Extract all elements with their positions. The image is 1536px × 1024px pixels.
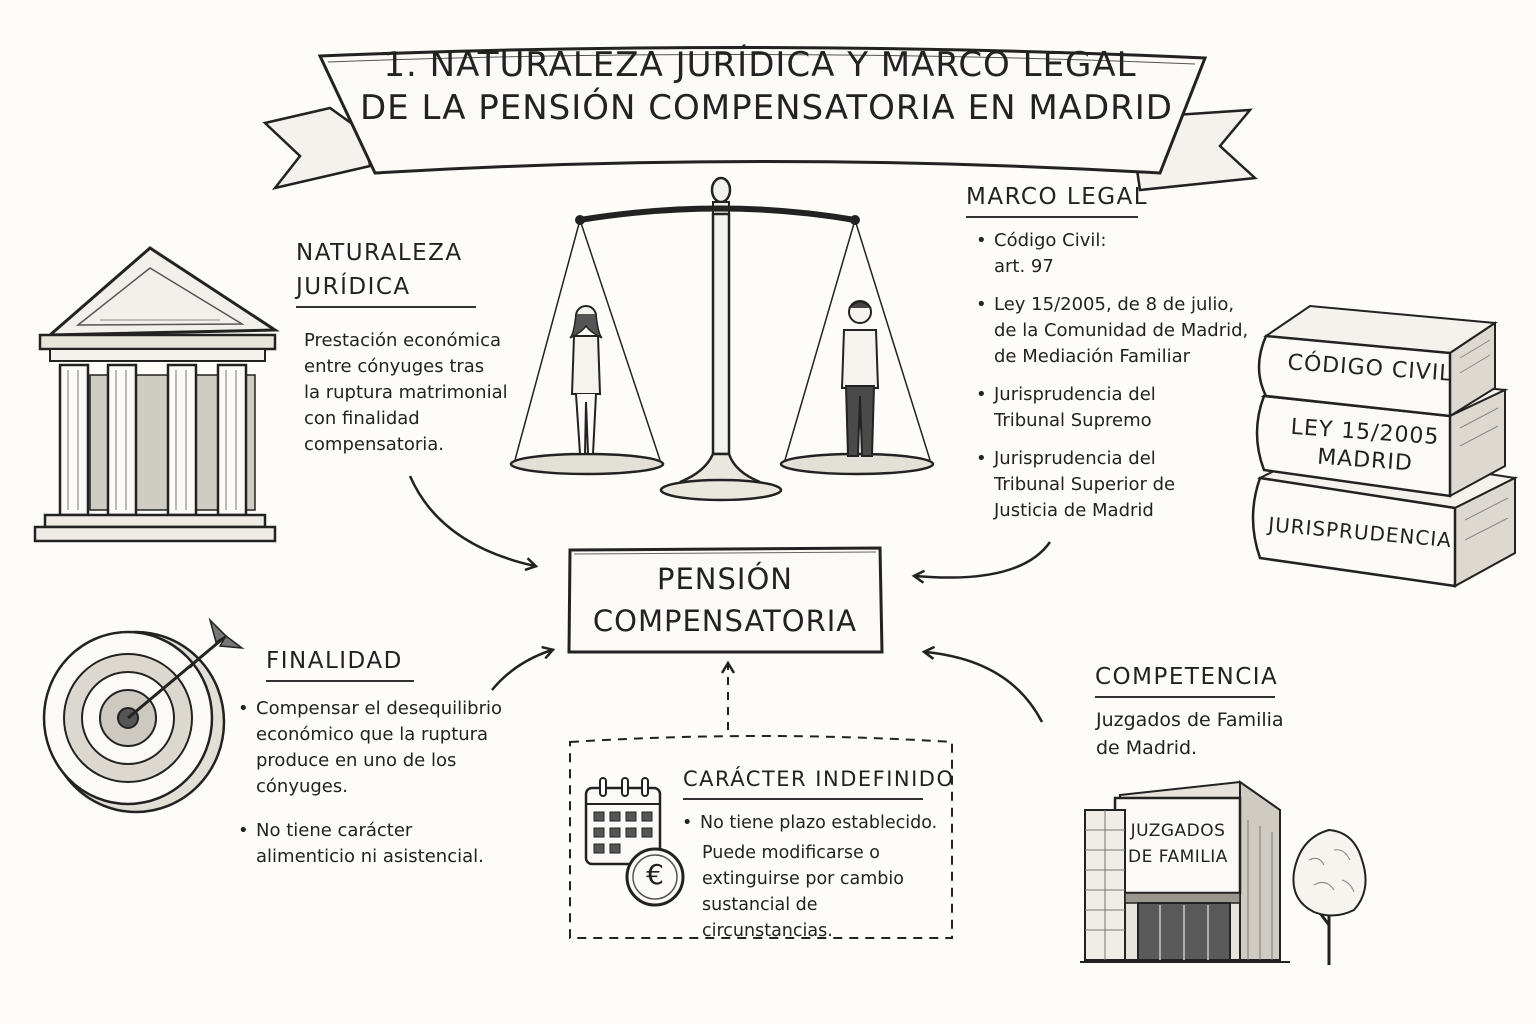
naturaleza-line: la ruptura matrimonial bbox=[304, 382, 508, 403]
caracter-heading: CARÁCTER INDEFINIDO bbox=[683, 762, 953, 800]
caracter-line: Puede modificarse o bbox=[702, 843, 880, 863]
finalidad-list: Compensar el desequilibrio económico que… bbox=[236, 696, 516, 882]
courthouse-icon bbox=[33, 246, 280, 543]
marco-legal-list: Código Civil: art. 97 Ley 15/2005, de 8 … bbox=[974, 228, 1264, 536]
finalidad-heading: FINALIDAD bbox=[266, 644, 414, 682]
man-figure-icon bbox=[840, 300, 880, 457]
competencia-heading: COMPETENCIA bbox=[1095, 660, 1277, 698]
competencia-line: de Madrid. bbox=[1096, 737, 1198, 759]
naturaleza-line: Prestación económica bbox=[304, 330, 501, 351]
marco-legal-item: Código Civil: art. 97 bbox=[974, 228, 1264, 280]
naturaleza-line: con finalidad bbox=[304, 408, 420, 429]
caracter-line: extinguirse por cambio bbox=[702, 869, 904, 889]
marco-legal-heading: MARCO LEGAL bbox=[966, 180, 1147, 218]
marco-legal-item: Jurisprudencia del Tribunal Superior de … bbox=[974, 446, 1264, 524]
books-icon bbox=[1251, 304, 1519, 588]
calendar-icon bbox=[584, 777, 662, 866]
center-title: PENSIÓN COMPENSATORIA bbox=[592, 562, 858, 638]
naturaleza-line: compensatoria. bbox=[304, 434, 444, 455]
tree-icon bbox=[1292, 828, 1367, 965]
caracter-bullet: No tiene plazo establecido. bbox=[680, 810, 950, 836]
euro-symbol: € bbox=[646, 858, 664, 891]
caracter-text: No tiene plazo establecido. Puede modifi… bbox=[680, 810, 950, 944]
building-icon bbox=[1080, 780, 1290, 963]
building-sign: JUZGADOS DE FAMILIA bbox=[1128, 821, 1228, 867]
competencia-text: Juzgados de Familia de Madrid. bbox=[1096, 706, 1356, 762]
marco-legal-item: Ley 15/2005, de 8 de julio, de la Comuni… bbox=[974, 292, 1264, 370]
center-box bbox=[567, 546, 884, 654]
title-line-1: 1. NATURALEZA JURÍDICA Y MARCO LEGAL bbox=[383, 45, 1137, 85]
naturaleza-line: entre cónyuges tras bbox=[304, 356, 485, 377]
title-line-2: DE LA PENSIÓN COMPENSATORIA EN MADRID bbox=[360, 88, 1173, 128]
euro-coin-icon bbox=[625, 847, 685, 907]
finalidad-item: Compensar el desequilibrio económico que… bbox=[236, 696, 516, 800]
finalidad-item: No tiene carácter alimenticio ni asisten… bbox=[236, 818, 516, 870]
target-icon bbox=[42, 617, 245, 814]
title-banner bbox=[262, 45, 1258, 192]
naturaleza-text: Prestación económica entre cónyuges tras… bbox=[304, 328, 524, 458]
marco-legal-item: Jurisprudencia del Tribunal Supremo bbox=[974, 382, 1264, 434]
competencia-line: Juzgados de Familia bbox=[1096, 709, 1284, 731]
naturaleza-heading: NATURALEZA JURÍDICA bbox=[296, 236, 476, 308]
caracter-line: sustancial de circunstancias. bbox=[702, 895, 833, 941]
woman-figure-icon bbox=[569, 305, 603, 455]
